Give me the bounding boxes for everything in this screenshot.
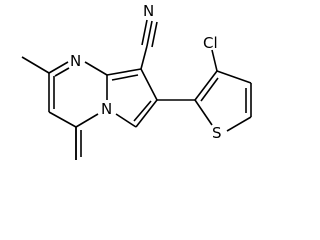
atom-label-n-nitrile: N — [143, 2, 154, 20]
bond-cn-triple-2 — [141, 19, 148, 46]
bond-c8a-c8-inner — [111, 74, 139, 81]
bond-cn-triple-3 — [151, 21, 158, 48]
bond-t3-t4 — [216, 70, 252, 84]
bond-c8-cn — [140, 45, 148, 70]
bond-c2-methyl — [21, 56, 50, 74]
bond-c8a-c8 — [106, 68, 142, 76]
bond-c8-c7 — [140, 68, 158, 101]
bond-s-t2 — [194, 99, 213, 126]
bond-c4-nbridge — [75, 113, 99, 128]
bond-c6-nbridge — [115, 113, 137, 128]
bond-t5-s — [226, 116, 252, 132]
bond-t2-t3-inner — [200, 77, 219, 102]
bond-t2-t3 — [194, 70, 218, 101]
bond-c8a-n1 — [84, 61, 108, 76]
atom-label-n-bridge: N — [101, 100, 112, 118]
bond-c7-c6 — [135, 99, 158, 128]
atom-label-s: S — [212, 124, 222, 142]
bond-c3-c4 — [48, 111, 77, 128]
molecular-structure: N N N Cl S — [21, 2, 252, 160]
bond-c7-c6-inner — [133, 100, 152, 122]
bond-cn-triple-1 — [146, 20, 153, 47]
bond-n1-c2-inner — [54, 67, 70, 77]
bond-n1-c2 — [48, 61, 69, 74]
bond-t3-cl — [211, 49, 218, 72]
atom-label-cl: Cl — [203, 34, 218, 52]
atom-label-n-pyrimidine: N — [70, 52, 81, 70]
